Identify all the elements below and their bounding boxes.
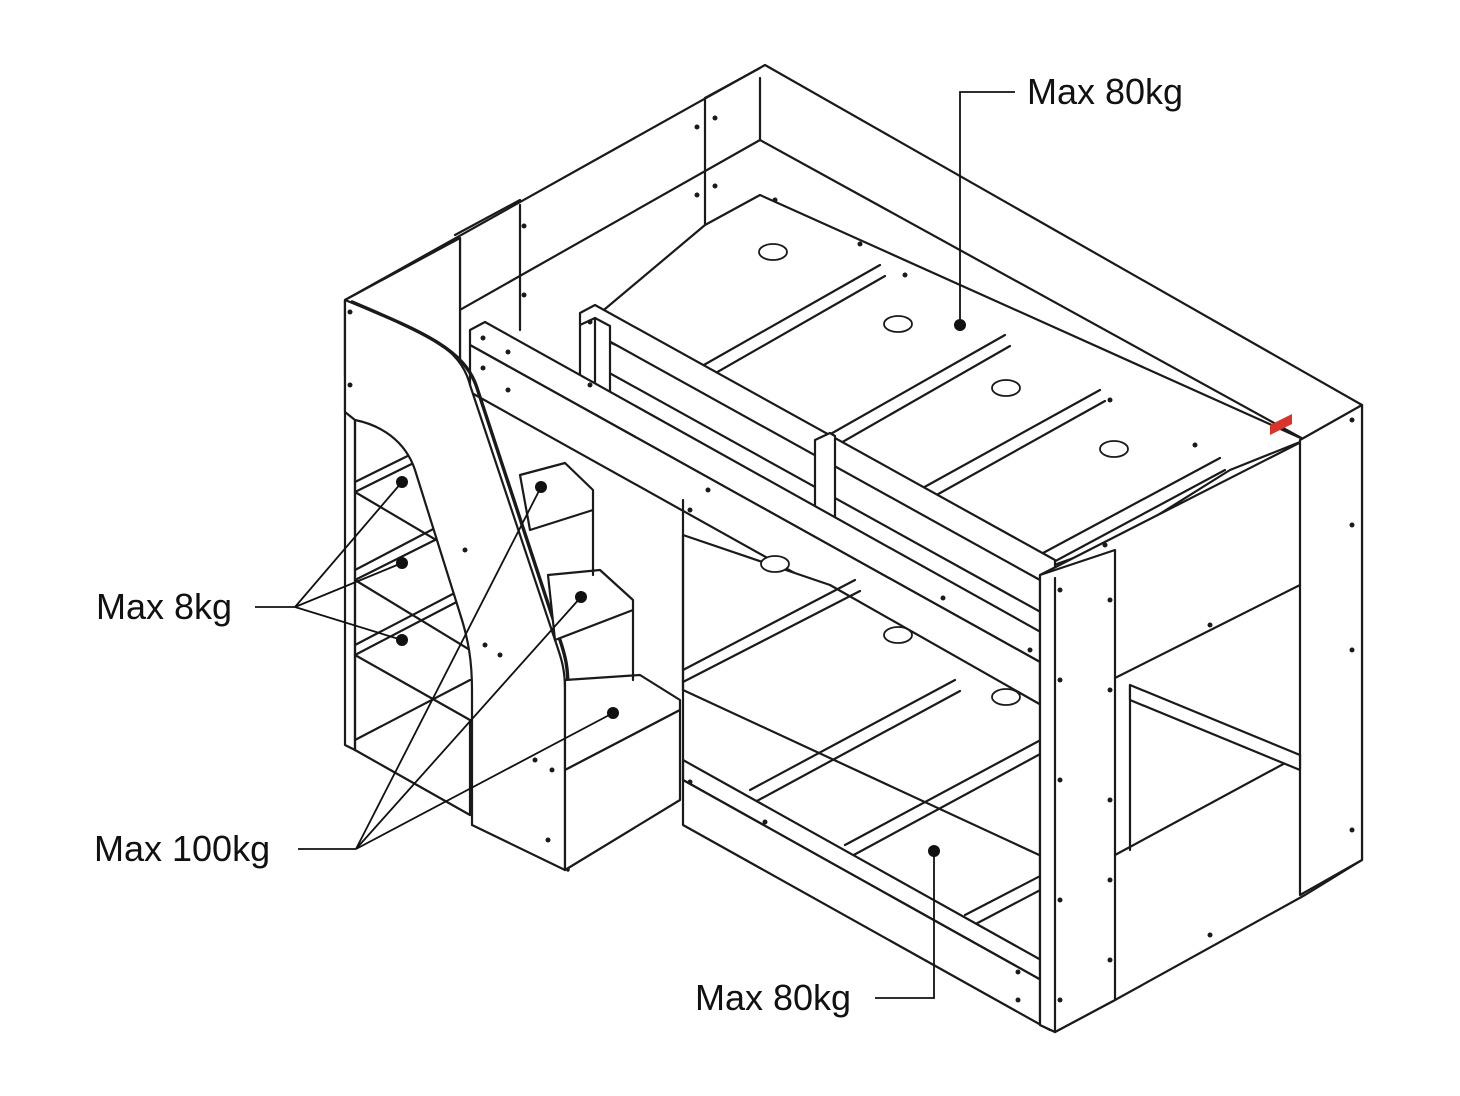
- top-deck: [578, 193, 1307, 574]
- leader-shelves: [255, 476, 408, 646]
- leader-bottom-bunk: [875, 845, 940, 999]
- label-bottom-bunk-load: Max 80kg: [695, 977, 851, 1018]
- screw-holes: [347, 115, 1355, 1003]
- leader-steps: [298, 481, 619, 850]
- leader-top-bunk: [954, 91, 1015, 331]
- stair-steps: [518, 461, 682, 872]
- label-step-load: Max 100kg: [94, 828, 270, 869]
- stair-side-panel: [343, 298, 570, 872]
- label-top-bunk-load: Max 80kg: [1027, 71, 1183, 112]
- label-shelf-load: Max 8kg: [96, 586, 232, 627]
- right-end-frame: [1038, 403, 1364, 1034]
